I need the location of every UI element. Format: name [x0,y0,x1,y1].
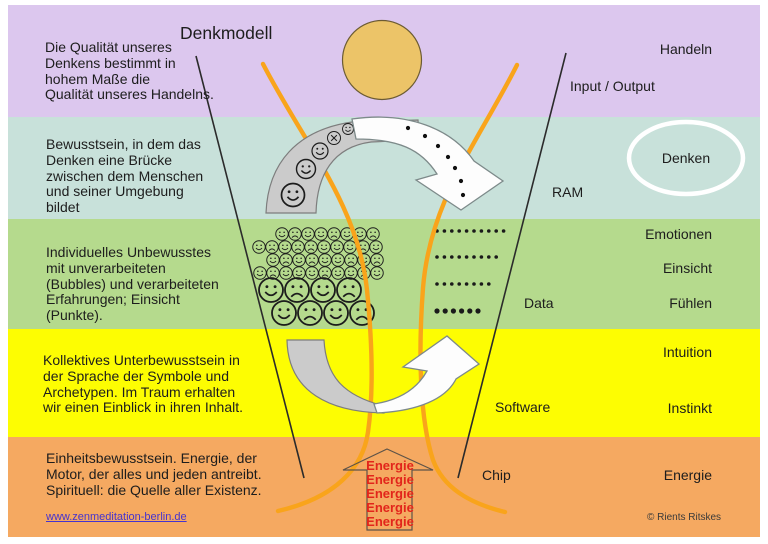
label-denken: Denken [661,150,711,166]
label-instinkt: Instinkt [667,400,712,416]
green-band-description: Individuelles Unbewusstes mit unverarbei… [46,244,219,324]
label-data: Data [524,295,554,311]
label-fuehlen: Fühlen [669,295,712,311]
page-title: Denkmodell [180,23,273,43]
yellow-band-description: Kollektives Unterbewusstsein in der Spra… [43,352,243,416]
label-energie: Energie [663,467,712,483]
purple-band-description: Die Qualität unseres Denkens bestimmt in… [45,39,214,103]
label-emotionen: Emotionen [645,226,712,242]
label-input-output: Input / Output [570,78,655,94]
copyright-notice: © Rients Ritskes [647,512,722,523]
label-einsicht: Einsicht [662,260,712,276]
band-individuelles-unbewusstes [8,219,760,329]
label-software: Software [495,399,551,415]
label-intuition: Intuition [662,344,712,360]
orange-band-description: Einheitsbewusstsein. Energie, der Motor,… [46,450,262,498]
label-handeln: Handeln [659,41,712,57]
label-ram: RAM [552,184,584,200]
label-chip: Chip [482,467,511,483]
teal-band-description: Bewusstsein, in dem das Denken eine Brüc… [46,136,204,216]
website-link[interactable]: www.zenmeditation-berlin.de [46,511,187,523]
